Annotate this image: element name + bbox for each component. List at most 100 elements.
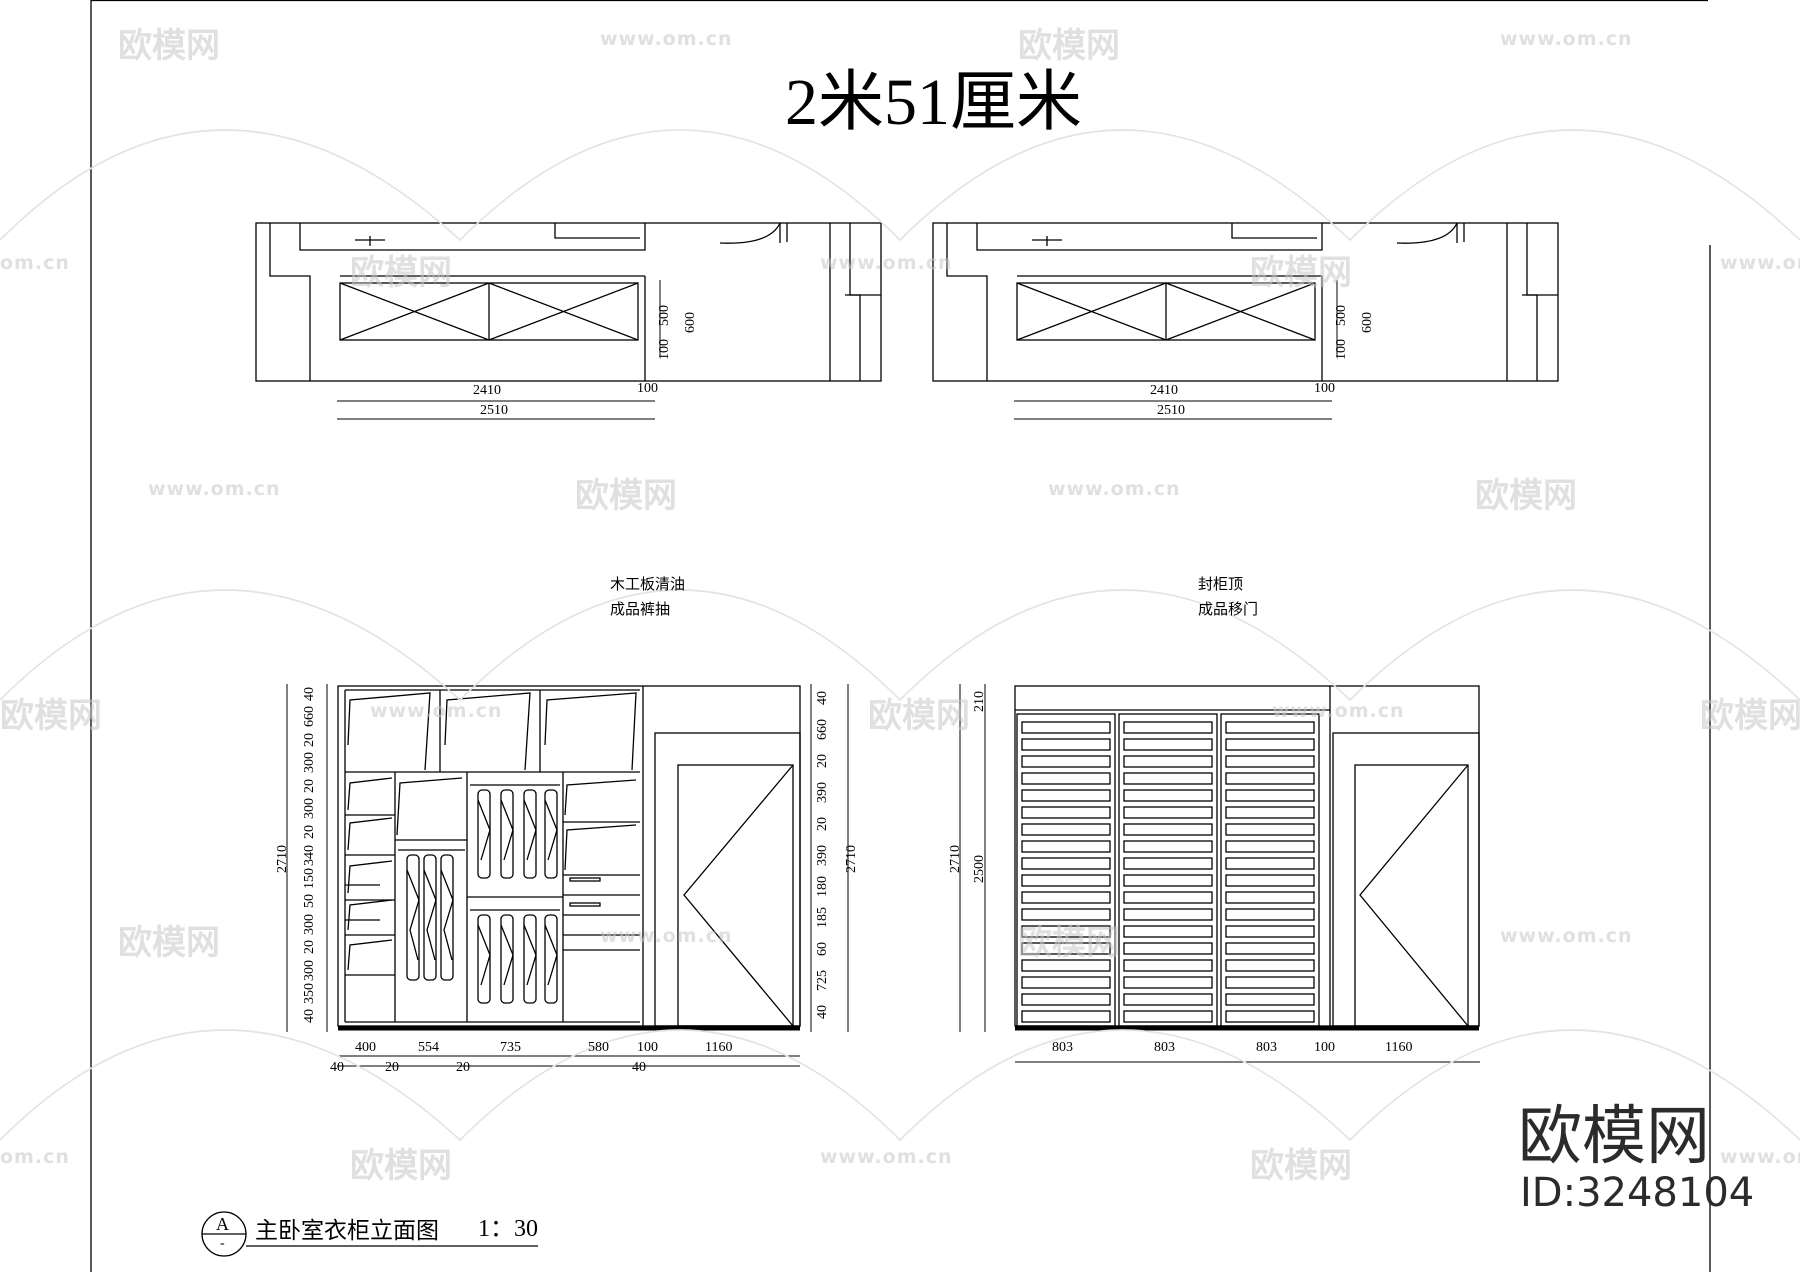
door-slat bbox=[1021, 874, 1111, 887]
left_elev.left_stack-dim: 340 bbox=[302, 844, 317, 866]
door-slat bbox=[1021, 1010, 1111, 1023]
left_elev.right_stack-dim: 20 bbox=[815, 816, 830, 831]
left_elev.bottom_widths-dim: 580 bbox=[588, 1040, 609, 1055]
plan-right-dim-2510: 2510 bbox=[1157, 403, 1185, 418]
left_elev.bottom_widths-dim: 100 bbox=[637, 1040, 658, 1055]
plan-left-dim-500: 500 bbox=[657, 305, 672, 326]
watermark-url: www.om.cn bbox=[1048, 478, 1181, 500]
plan-right-dim-100-v: 100 bbox=[1334, 339, 1349, 360]
watermark-url: www.om.cn bbox=[1720, 252, 1800, 274]
plan-left-dim-600: 600 bbox=[683, 312, 698, 333]
left_elev.bottom_thick-dim: 20 bbox=[385, 1060, 399, 1075]
watermark-url: www.om.cn bbox=[600, 925, 733, 947]
door-slat bbox=[1225, 925, 1315, 938]
watermark-brand: 欧模网 bbox=[1475, 476, 1577, 516]
watermark-brand: 欧模网 bbox=[1018, 26, 1120, 66]
door-slat bbox=[1123, 976, 1213, 989]
door-slat bbox=[1021, 891, 1111, 904]
watermark-brand: 欧模网 bbox=[1700, 696, 1800, 736]
right-elev-door-height: 2500 bbox=[972, 855, 987, 883]
door-slat bbox=[1225, 993, 1315, 1006]
door-slat bbox=[1123, 908, 1213, 921]
hanging-clothes-mid-top bbox=[477, 789, 558, 879]
left_elev.bottom_widths-dim: 554 bbox=[418, 1040, 439, 1055]
watermark-url: www.om.cn bbox=[820, 252, 953, 274]
left_elev.left_stack-dim: 40 bbox=[302, 686, 317, 701]
left_elev.right_stack-dim: 180 bbox=[815, 875, 830, 897]
door-slat bbox=[1225, 942, 1315, 955]
left_elev.left_stack-dim: 20 bbox=[302, 940, 317, 955]
watermark-brand: 欧模网 bbox=[118, 923, 220, 963]
right_elev.bottom_widths-dim: 100 bbox=[1314, 1040, 1335, 1055]
right-elevation bbox=[1014, 685, 1480, 1031]
watermark-brand: 欧模网 bbox=[1250, 253, 1352, 293]
plan-left-dim-100-v: 100 bbox=[657, 339, 672, 360]
note-left-2: 成品裤抽 bbox=[610, 600, 671, 618]
door-slat bbox=[1123, 738, 1213, 751]
door-slat bbox=[1123, 857, 1213, 870]
left_elev.left_stack-dim: 300 bbox=[302, 959, 317, 981]
left_elev.left_stack-dim: 20 bbox=[302, 732, 317, 747]
watermark-logo-large: 欧模网 bbox=[1518, 1100, 1710, 1174]
left_elev.bottom_widths-dim: 735 bbox=[500, 1040, 521, 1055]
door-slat bbox=[1021, 942, 1111, 955]
door-slat bbox=[1123, 959, 1213, 972]
watermark-url: www.om.cn bbox=[1500, 28, 1633, 50]
note-right-1: 封柜顶 bbox=[1198, 575, 1244, 593]
left-elev-total-height: 2710 bbox=[275, 845, 290, 873]
left-elevation bbox=[337, 685, 801, 1031]
left_elev.left_stack-dim: 20 bbox=[302, 824, 317, 839]
door-slat bbox=[1225, 738, 1315, 751]
door-slat bbox=[1123, 772, 1213, 785]
note-left-1: 木工板清油 bbox=[610, 575, 686, 593]
left_elev.right_stack-dim: 60 bbox=[815, 942, 830, 957]
door-left bbox=[654, 732, 801, 1027]
note-right-2: 成品移门 bbox=[1198, 600, 1259, 618]
watermark-url: www.om.cn bbox=[148, 478, 281, 500]
door-slat bbox=[1225, 755, 1315, 768]
door-slat bbox=[1123, 993, 1213, 1006]
watermark-url: www.om.cn bbox=[370, 700, 503, 722]
watermark-url: www.om.cn bbox=[1272, 700, 1405, 722]
watermark-arcs bbox=[0, 129, 1800, 1142]
door-slat bbox=[1021, 925, 1111, 938]
door-slat bbox=[1021, 721, 1111, 734]
left_elev.bottom_thick-dim: 20 bbox=[456, 1060, 470, 1075]
left_elev.right_stack-dim: 40 bbox=[815, 1005, 830, 1020]
left_elev.left_stack-dim: 150 bbox=[302, 867, 317, 889]
door-slat bbox=[1123, 891, 1213, 904]
door-slats bbox=[1021, 721, 1315, 1023]
plan-left-dim-2510: 2510 bbox=[480, 403, 508, 418]
door-slat bbox=[1123, 789, 1213, 802]
left_elev.left_stack-dim: 300 bbox=[302, 798, 317, 820]
drawing-title: 2米51厘米 bbox=[785, 66, 1082, 139]
door-slat bbox=[1225, 789, 1315, 802]
left_elev.right_stack-dim: 390 bbox=[815, 844, 830, 866]
door-right bbox=[1332, 732, 1480, 1027]
right_elev.bottom_widths-dim: 1160 bbox=[1385, 1040, 1413, 1055]
plan-view-right bbox=[932, 222, 1559, 382]
right-elev-top-height: 210 bbox=[972, 691, 987, 712]
door-slat bbox=[1123, 755, 1213, 768]
door-slat bbox=[1021, 755, 1111, 768]
left_elev.left_stack-dim: 50 bbox=[302, 894, 317, 909]
watermark-brand: 欧模网 bbox=[1250, 1146, 1352, 1186]
right-elev-total-height: 2710 bbox=[948, 845, 963, 873]
door-slat bbox=[1021, 840, 1111, 853]
plan-right-dim-600: 600 bbox=[1360, 312, 1375, 333]
door-slat bbox=[1225, 976, 1315, 989]
door-slat bbox=[1021, 823, 1111, 836]
watermark-brand: 欧模网 bbox=[350, 1146, 452, 1186]
door-slat bbox=[1225, 874, 1315, 887]
left_elev.right_stack-dim: 660 bbox=[815, 718, 830, 740]
left-elevation-dims bbox=[286, 684, 849, 1067]
door-slat bbox=[1225, 823, 1315, 836]
drawing-caption: 主卧室衣柜立面图 bbox=[255, 1218, 439, 1244]
door-slat bbox=[1225, 959, 1315, 972]
left_elev.left_stack-dim: 40 bbox=[302, 1009, 317, 1024]
plan-right-dim-2410: 2410 bbox=[1150, 383, 1178, 398]
plan-right-dim-100: 100 bbox=[1314, 381, 1335, 396]
plan-view-left bbox=[255, 222, 882, 382]
